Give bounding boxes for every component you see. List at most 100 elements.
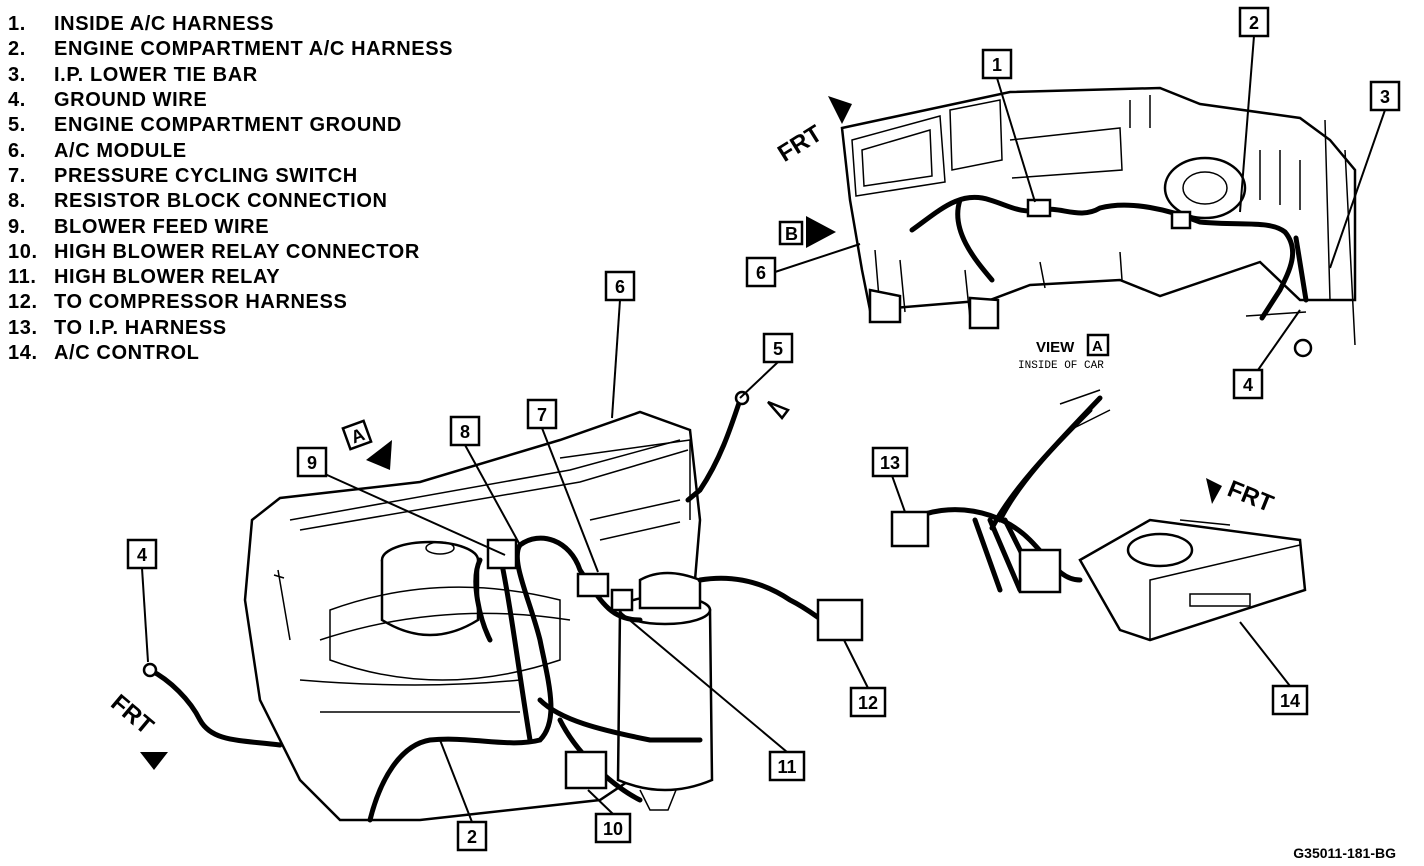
legend-label: PRESSURE CYCLING SWITCH (54, 164, 358, 187)
svg-text:4: 4 (137, 545, 147, 565)
view-a-arrow-label: A (348, 424, 367, 447)
svg-text:14: 14 (1280, 691, 1300, 711)
callout-4-top: 4 (1232, 368, 1264, 400)
legend-item: 5. ENGINE COMPARTMENT GROUND (8, 113, 453, 138)
legend-item: 11. HIGH BLOWER RELAY (8, 265, 453, 290)
legend-item: 3. I.P. LOWER TIE BAR (8, 63, 453, 88)
frt-label-left: FRT (105, 689, 158, 740)
view-a-subtitle: INSIDE OF CAR (1018, 360, 1104, 372)
legend-item: 1. INSIDE A/C HARNESS (8, 12, 453, 37)
view-a-letter-box (1086, 333, 1110, 357)
legend-number: 5. (8, 114, 26, 137)
svg-text:4: 4 (1243, 375, 1253, 395)
frt-arrow-top: FRT (773, 96, 852, 168)
legend-number: 11. (8, 266, 37, 289)
legend-label: I.P. LOWER TIE BAR (54, 63, 258, 86)
ground-screw-icon (1293, 338, 1313, 358)
callout-6: 6 (604, 270, 636, 302)
frt-arrow-icon (1206, 478, 1222, 504)
engine-compartment-illustration: FRT A (105, 390, 864, 823)
svg-text:5: 5 (773, 339, 783, 359)
view-a-illustration (840, 86, 1357, 358)
legend-label: ENGINE COMPARTMENT GROUND (54, 114, 402, 137)
callout-1: 1 (981, 48, 1013, 80)
high-blower-relay-body (616, 601, 714, 792)
svg-text:9: 9 (307, 453, 317, 473)
svg-text:13: 13 (880, 453, 900, 473)
ac-control-illustration: FRT (890, 389, 1307, 642)
callout-11: 11 (768, 750, 806, 782)
legend-item: 4.GROUND WIRE (8, 88, 453, 113)
legend-item: 12. TO COMPRESSOR HARNESS (8, 290, 453, 315)
callout-4: 4 (126, 538, 158, 570)
svg-text:12: 12 (858, 693, 878, 713)
legend-label: RESISTOR BLOCK CONNECTION (54, 190, 388, 213)
legend-number: 12. (8, 291, 38, 314)
blower-opening (1163, 156, 1247, 220)
legend-label: A/C MODULE (54, 139, 187, 162)
pressure-cycling-switch (576, 572, 610, 598)
callout-6-top: 6 (745, 256, 777, 288)
svg-text:6: 6 (615, 277, 625, 297)
legend-label: A/C CONTROL (54, 342, 200, 364)
legend-number: 6. (8, 139, 26, 162)
svg-text:2: 2 (467, 827, 477, 847)
frt-arrow-left-icon (140, 752, 168, 770)
legend-item: 10.HIGH BLOWER RELAY CONNECTOR (8, 240, 453, 265)
view-a-title: VIEW (1036, 339, 1075, 356)
legend-item: 6. A/C MODULE (8, 138, 453, 163)
legend-item: 8. RESISTOR BLOCK CONNECTION (8, 189, 453, 214)
legend-number: 3. (8, 63, 26, 86)
svg-text:10: 10 (603, 819, 623, 839)
legend-number: 14. (8, 342, 38, 364)
legend-label: BLOWER FEED WIRE (54, 215, 270, 238)
legend-label: GROUND WIRE (54, 89, 208, 112)
legend-number: 1. (8, 13, 26, 36)
legend-label: HIGH BLOWER RELAY CONNECTOR (54, 240, 420, 263)
legend-number: 7. (8, 164, 26, 187)
callout-12: 12 (849, 686, 887, 718)
legend-label: TO COMPRESSOR HARNESS (54, 291, 348, 314)
callout-14: 14 (1271, 684, 1309, 716)
engine-compartment-harness (367, 535, 643, 823)
legend-label: INSIDE A/C HARNESS (54, 13, 275, 36)
legend-item: 2.ENGINE COMPARTMENT A/C HARNESS (8, 37, 453, 62)
svg-text:6: 6 (756, 263, 766, 283)
callout-2-top: 2 (1238, 6, 1270, 38)
svg-text:B: B (785, 224, 798, 244)
high-blower-relay-connector (564, 750, 608, 790)
legend-number: 13. (8, 316, 38, 339)
view-b-arrow: B (778, 216, 836, 248)
svg-text:7: 7 (537, 405, 547, 425)
callout-7: 7 (526, 398, 558, 430)
callout-13: 13 (871, 446, 909, 478)
ground-wire (147, 667, 283, 748)
legend-label: TO I.P. HARNESS (54, 316, 227, 339)
view-a-letter: A (1092, 338, 1103, 355)
callout-9: 9 (296, 446, 328, 478)
svg-text:2: 2 (1249, 13, 1259, 33)
svg-text:8: 8 (460, 422, 470, 442)
figure-code: G35011-181-BG (1293, 845, 1396, 861)
legend-item: 9. BLOWER FEED WIRE (8, 214, 453, 239)
legend-number: 9. (8, 215, 26, 238)
callout-2: 2 (456, 820, 488, 852)
compressor-harness-connector (816, 598, 864, 642)
legend-number: 8. (8, 190, 26, 213)
legend-label: ENGINE COMPARTMENT A/C HARNESS (54, 38, 454, 61)
svg-text:11: 11 (777, 757, 796, 777)
ac-control-panel (1078, 518, 1307, 642)
callout-3: 3 (1369, 80, 1401, 112)
legend-label: HIGH BLOWER RELAY (54, 266, 281, 289)
legend-item: 7. PRESSURE CYCLING SWITCH (8, 164, 453, 189)
callout-8: 8 (449, 415, 481, 447)
ip-harness-connector (890, 510, 930, 548)
legend-item: 13. TO I.P. HARNESS (8, 316, 453, 341)
inside-ac-harness (909, 194, 1296, 321)
svg-text:1: 1 (992, 55, 1002, 75)
callout-10: 10 (594, 812, 632, 844)
frt-label-control: FRT (1224, 475, 1278, 518)
